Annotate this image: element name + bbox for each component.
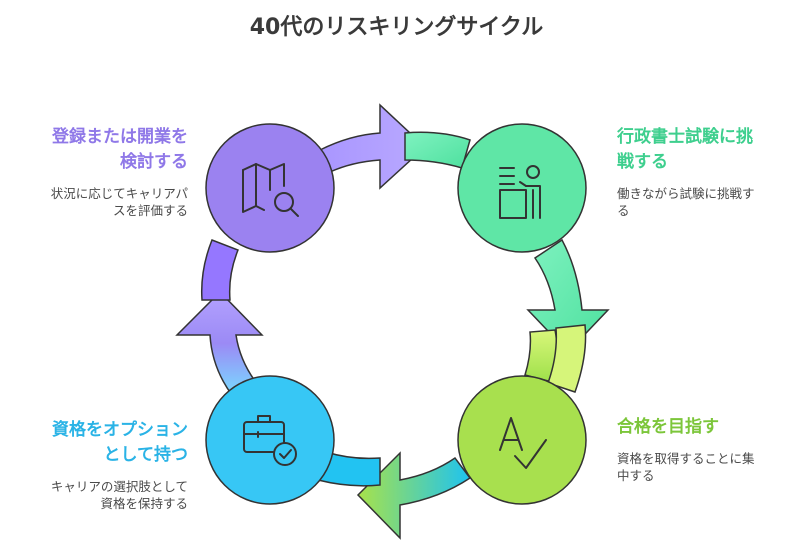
step-4-description: キャリアの選択肢として 資格を保持する xyxy=(8,478,188,512)
diagram-title: 40代のリスキリングサイクル xyxy=(249,15,544,40)
step-1-heading-line-2: 検討する xyxy=(120,152,188,172)
step-1-desc-line-1: 状況に応じてキャリアパ xyxy=(50,186,188,201)
arrow-top-right-arc xyxy=(404,131,471,169)
step-4-heading: 資格をオプション として持つ xyxy=(8,418,188,468)
step-circle-2 xyxy=(457,123,587,253)
step-3-desc-line-1: 資格を取得することに集 xyxy=(617,451,755,466)
step-4-desc-line-2: 資格を保持する xyxy=(100,496,188,511)
step-3-label: 合格を目指す 資格を取得することに集 中する xyxy=(617,415,787,484)
arrow-right-lower-arc-outer xyxy=(547,324,587,393)
step-1-description: 状況に応じてキャリアパ スを評価する xyxy=(8,185,188,219)
step-circle-4 xyxy=(205,375,335,505)
step-2-label: 行政書士試験に挑 戦する 働きながら試験に挑戦す る xyxy=(617,125,787,219)
step-2-heading: 行政書士試験に挑 戦する xyxy=(617,125,787,175)
step-2-heading-line-2: 戦する xyxy=(617,152,668,172)
step-1-desc-line-2: スを評価する xyxy=(112,203,188,218)
arrow-bottom xyxy=(356,451,472,540)
step-1-heading: 登録または開業を 検討する xyxy=(8,125,188,175)
step-3-desc-line-2: 中する xyxy=(617,468,655,483)
arrow-left-upper-arc xyxy=(200,239,239,301)
step-4-heading-line-2: として持つ xyxy=(103,445,189,465)
person-at-desk-icon xyxy=(499,165,541,219)
step-2-desc-line-1: 働きながら試験に挑戦す xyxy=(617,186,755,201)
step-4-desc-line-1: キャリアの選択肢として xyxy=(50,479,188,494)
step-2-description: 働きながら試験に挑戦す る xyxy=(617,185,787,219)
step-3-description: 資格を取得することに集 中する xyxy=(617,450,787,484)
text-check-icon xyxy=(499,417,547,469)
step-1-label: 登録または開業を 検討する 状況に応じてキャリアパ スを評価する xyxy=(8,125,188,219)
step-4-heading-line-1: 資格をオプション xyxy=(52,420,188,440)
briefcase-badge-icon xyxy=(243,415,297,466)
step-2-desc-line-2: る xyxy=(617,203,630,218)
step-4-label: 資格をオプション として持つ キャリアの選択肢として 資格を保持する xyxy=(8,418,188,512)
step-circle-3 xyxy=(457,375,587,505)
step-1-heading-line-1: 登録または開業を xyxy=(52,127,188,147)
step-3-heading: 合格を目指す xyxy=(617,415,787,440)
map-search-icon xyxy=(242,163,299,217)
step-2-heading-line-1: 行政書士試験に挑 xyxy=(617,127,753,147)
arrow-top xyxy=(319,103,427,190)
step-3-heading-line-1: 合格を目指す xyxy=(617,417,719,437)
